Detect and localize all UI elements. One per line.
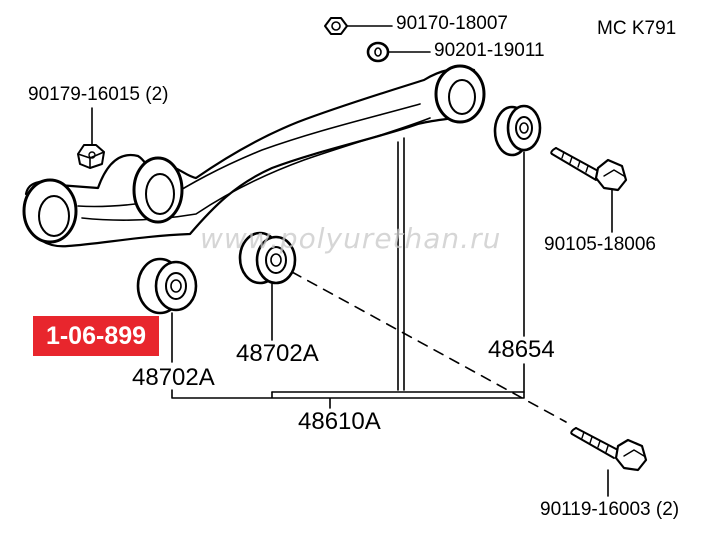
arm-ridge [77,103,421,208]
arm-outline-top [24,67,476,196]
bolt-right [550,147,628,192]
label-bushing-front-left: 48702A [132,364,215,391]
leader-lines [91,25,613,497]
diagram-code: MC K791 [597,18,677,39]
arm-eye-left-inner [38,195,70,237]
label-arm-assembly: 48610A [298,408,381,435]
control-arm [22,64,486,248]
label-washer: 90201-19011 [434,40,545,61]
bushing-rear [493,103,543,157]
leader-assembly-bracket [171,363,525,409]
watermark-text: www.polyurethan.ru [200,222,502,255]
label-nut-top: 90170-18007 [396,13,508,34]
leader-arm [397,137,405,391]
bolt-bottom [570,427,648,472]
hex-nut-top [324,17,348,35]
arm-eye-right-inner [448,79,476,115]
assembly-axis-dashed [291,271,567,423]
washer-top [366,41,390,63]
bushing-front-left [136,257,198,315]
highlight-part-badge: 1-06-899 [33,316,159,356]
label-bushing-rear: 48654 [488,336,555,363]
hex-nut-left [77,144,105,169]
arm-eye-mid-inner [145,173,175,215]
arm-ridge-2 [81,117,431,221]
label-bolt-right: 90105-18006 [544,234,656,255]
label-nut-left: 90179-16015 (2) [28,84,169,105]
label-bushing-front-mid: 48702A [236,340,319,367]
label-bolt-bottom: 90119-16003 (2) [540,499,680,520]
bushing-front-mid [238,231,297,285]
